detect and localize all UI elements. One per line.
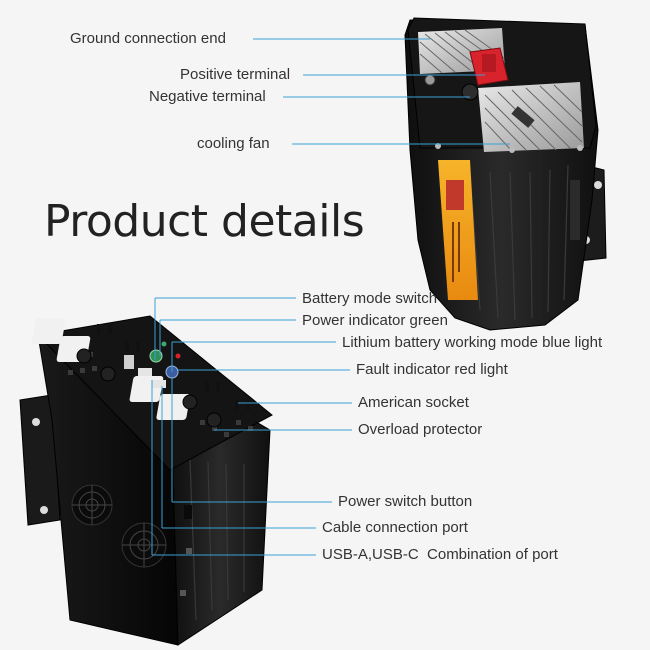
label-american-socket: American socket	[358, 394, 469, 411]
page-title: Product details	[44, 196, 365, 247]
label-negative-terminal: Negative terminal	[149, 88, 266, 105]
american-socket-4	[156, 394, 250, 420]
cable-connection-port	[184, 505, 192, 519]
overload-protector-knob	[206, 412, 222, 428]
dc-terminals	[424, 47, 509, 101]
power-indicator-green-light	[149, 349, 163, 363]
label-power-switch: Power switch button	[338, 493, 473, 510]
label-cooling-fan: cooling fan	[197, 135, 270, 152]
side-fan-2	[121, 522, 167, 568]
label-positive-terminal: Positive terminal	[180, 66, 291, 83]
cooling-fan-grill	[478, 82, 584, 152]
inverter-rear-view	[404, 17, 607, 331]
label-usb-port: USB-A,USB-C Combination of port	[322, 546, 558, 563]
label-power-indicator: Power indicator green	[302, 312, 448, 329]
label-overload-protector: Overload protector	[358, 421, 483, 438]
label-cable-port: Cable connection port	[322, 519, 468, 536]
fault-red-light	[175, 353, 181, 359]
label-lithium-blue-light: Lithium battery working mode blue light	[342, 334, 603, 351]
american-socket-1	[31, 318, 112, 344]
side-fan-1	[71, 484, 113, 526]
inverter-front-view	[19, 315, 273, 646]
leader-lines	[151, 38, 510, 556]
label-battery-mode-switch: Battery mode switch	[302, 290, 438, 307]
label-ground-connection: Ground connection end	[70, 30, 226, 47]
label-fault-indicator: Fault indicator red light	[356, 361, 508, 378]
